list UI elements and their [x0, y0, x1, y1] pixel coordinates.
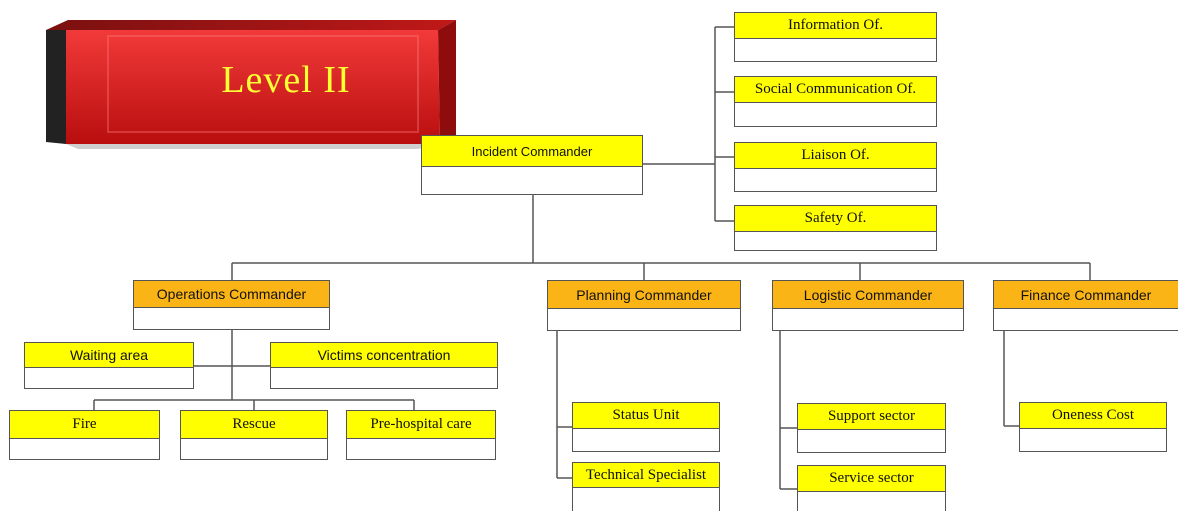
level-label: Level II	[221, 59, 351, 101]
technical-specialist-label: Technical Specialist	[573, 463, 719, 488]
fire-label: Fire	[10, 411, 159, 439]
information-officer-label: Information Of.	[735, 13, 936, 39]
logistic-commander-box: Logistic Commander	[772, 280, 964, 331]
finance-commander-box: Finance Commander	[993, 280, 1178, 331]
oneness-cost-label: Oneness Cost	[1020, 403, 1166, 429]
planning-commander-label: Planning Commander	[548, 281, 740, 309]
waiting-area-box: Waiting area	[24, 342, 194, 389]
information-officer-box: Information Of.	[734, 12, 937, 62]
oneness-cost-box: Oneness Cost	[1019, 402, 1167, 452]
logistic-commander-label: Logistic Commander	[773, 281, 963, 309]
incident-commander-box: Incident Commander	[421, 135, 643, 195]
social-communication-officer-label: Social Communication Of.	[735, 77, 936, 103]
support-sector-label: Support sector	[798, 404, 945, 430]
prehospital-care-label: Pre-hospital care	[347, 411, 495, 439]
liaison-officer-box: Liaison Of.	[734, 142, 937, 192]
status-unit-box: Status Unit	[572, 402, 720, 452]
victims-concentration-label: Victims concentration	[271, 343, 497, 368]
social-communication-officer-box: Social Communication Of.	[734, 76, 937, 127]
operations-commander-box: Operations Commander	[133, 280, 330, 330]
level-badge: Level II	[38, 8, 458, 150]
service-sector-box: Service sector	[797, 465, 946, 511]
finance-commander-label: Finance Commander	[994, 281, 1178, 309]
prehospital-care-box: Pre-hospital care	[346, 410, 496, 460]
safety-officer-box: Safety Of.	[734, 205, 937, 251]
service-sector-label: Service sector	[798, 466, 945, 492]
rescue-label: Rescue	[181, 411, 327, 439]
level-badge-shape	[46, 20, 456, 149]
victims-concentration-box: Victims concentration	[270, 342, 498, 389]
liaison-officer-label: Liaison Of.	[735, 143, 936, 169]
support-sector-box: Support sector	[797, 403, 946, 453]
rescue-box: Rescue	[180, 410, 328, 460]
safety-officer-label: Safety Of.	[735, 206, 936, 232]
planning-commander-box: Planning Commander	[547, 280, 741, 331]
incident-commander-label: Incident Commander	[422, 136, 642, 167]
waiting-area-label: Waiting area	[25, 343, 193, 368]
operations-commander-label: Operations Commander	[134, 281, 329, 308]
status-unit-label: Status Unit	[573, 403, 719, 429]
technical-specialist-box: Technical Specialist	[572, 462, 720, 511]
fire-box: Fire	[9, 410, 160, 460]
